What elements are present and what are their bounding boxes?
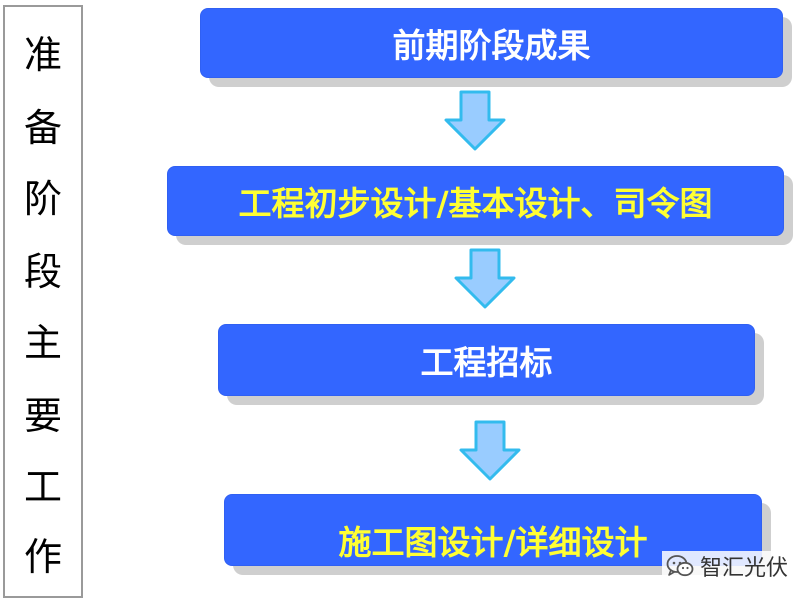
stage-title-panel: 准 备 阶 段 主 要 工 作 xyxy=(3,5,83,598)
stage-title-char: 工 xyxy=(23,465,62,509)
down-arrow-icon xyxy=(454,248,516,309)
stage-title-char: 段 xyxy=(23,250,62,294)
step-box-fill: 工程招标 xyxy=(218,324,755,396)
wechat-icon xyxy=(666,555,694,577)
step-box-bidding: 工程招标 xyxy=(218,324,764,405)
step-label: 前期阶段成果 xyxy=(392,26,591,65)
step-label: 工程招标 xyxy=(420,343,553,382)
step-box-fill: 前期阶段成果 xyxy=(200,8,783,78)
step-box-preliminary-results: 前期阶段成果 xyxy=(200,8,792,87)
watermark: 智汇光伏 xyxy=(662,551,793,581)
stage-title-char: 作 xyxy=(23,535,62,579)
step-label: 工程初步设计/基本设计、司令图 xyxy=(238,184,713,223)
stage-title-char: 要 xyxy=(23,394,62,438)
watermark-text: 智汇光伏 xyxy=(700,556,789,581)
down-arrow-icon xyxy=(444,90,506,151)
stage-title-char: 准 xyxy=(23,33,62,77)
stage-title-char: 主 xyxy=(23,321,62,365)
stage-title-char: 备 xyxy=(23,106,62,150)
down-arrow-icon xyxy=(459,420,521,481)
step-label: 施工图设计/详细设计 xyxy=(338,523,648,562)
stage-title-char: 阶 xyxy=(23,177,62,221)
step-box-fill: 工程初步设计/基本设计、司令图 xyxy=(167,166,784,236)
step-box-preliminary-design: 工程初步设计/基本设计、司令图 xyxy=(167,166,793,245)
step-box-construction-design: 施工图设计/详细设计 xyxy=(224,494,771,575)
